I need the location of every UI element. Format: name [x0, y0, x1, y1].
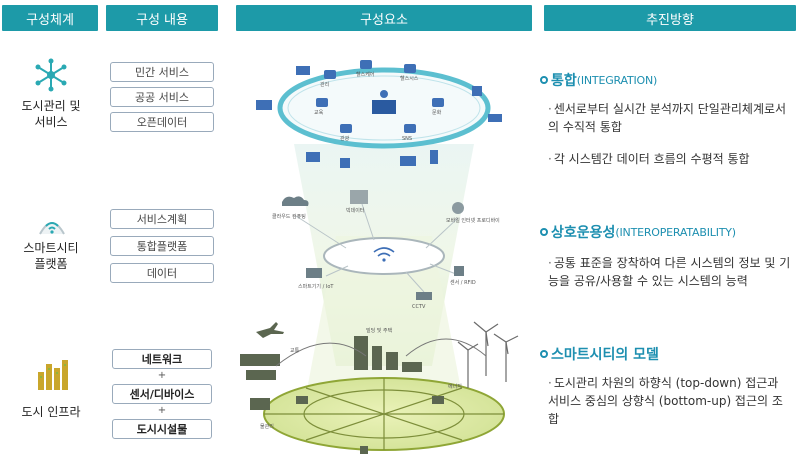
item-private-service: 민간 서비스	[110, 62, 214, 82]
item-city-facility: 도시시설물	[112, 419, 212, 439]
city-buildings-icon	[38, 360, 68, 390]
circle-bullet-icon	[540, 76, 548, 84]
header-system: 구성체계	[2, 5, 98, 31]
item-public-service: 공공 서비스	[110, 87, 214, 107]
device-icons	[256, 66, 502, 168]
svg-text:헬스시스: 헬스시스	[400, 75, 419, 82]
svg-text:물관리: 물관리	[260, 423, 274, 430]
direction-title-model: 스마트시티의 모델	[540, 344, 659, 364]
airplane-icon	[256, 322, 284, 338]
svg-text:SNS: SNS	[402, 136, 412, 142]
svg-text:센서 / RFID: 센서 / RFID	[450, 279, 476, 286]
svg-text:스마트기기 / IoT: 스마트기기 / IoT	[298, 283, 334, 290]
wind-turbines	[457, 321, 519, 388]
service-icons	[316, 60, 444, 133]
svg-text:교육: 교육	[314, 110, 324, 116]
item-service-plan: 서비스계획	[110, 209, 214, 229]
direction-point: ·공통 표준을 장착하여 다른 시스템의 정보 및 기능을 공유/사용할 수 있…	[548, 256, 791, 288]
item-network: 네트워크	[112, 349, 212, 369]
infra-labels: 교통 빌딩 및 주택 에너지 물관리	[260, 327, 462, 430]
snowflake-network-icon	[35, 58, 67, 92]
item-open-data: 오픈데이터	[110, 112, 214, 132]
item-data: 데이터	[110, 263, 214, 283]
svg-text:에너지: 에너지	[448, 383, 462, 390]
separator-plus-2: +	[157, 405, 167, 416]
svg-text:클라우드 컴퓨팅: 클라우드 컴퓨팅	[272, 213, 306, 220]
item-sensor-device: 센서/디바이스	[112, 384, 212, 404]
platform-links	[295, 203, 459, 293]
platform-icons	[282, 190, 464, 300]
platform-labels: 클라우드 컴퓨팅 빅데이터 모바일 인터넷 프로디바이 스마트기기 / IoT …	[272, 207, 500, 310]
svg-text:모바일 인터넷 프로디바이: 모바일 인터넷 프로디바이	[446, 217, 500, 224]
svg-text:관광: 관광	[340, 135, 350, 142]
circle-bullet-icon	[540, 228, 548, 236]
svg-text:헬스케어: 헬스케어	[356, 71, 374, 78]
direction-point: ·각 시스템간 데이터 흐름의 수평적 통합	[548, 152, 750, 166]
header-direction: 추진방향	[544, 5, 796, 31]
svg-text:교통: 교통	[290, 348, 300, 354]
header-elements: 구성요소	[236, 5, 532, 31]
separator-plus-1: +	[157, 370, 167, 381]
tier-label-infra: 도시 인프라	[21, 405, 81, 419]
direction-title-integration: 통합(INTEGRATION)	[540, 70, 657, 90]
platform-ring	[323, 237, 445, 275]
item-integrated-platform: 통합플랫폼	[110, 236, 214, 256]
wifi-icon	[373, 247, 395, 257]
direction-point: ·도시관리 차원의 하향식 (top-down) 접근과 서비스 중심의 상향식…	[548, 376, 783, 426]
svg-text:문화: 문화	[432, 110, 442, 116]
service-ring-labels: 관리 헬스케어 헬스시스 교육 문화 관광 SNS	[314, 71, 442, 142]
smart-city-diagram: 관리 헬스케어 헬스시스 교육 문화 관광 SNS 클라우드 컴퓨팅 빅데이터 …	[240, 60, 519, 454]
circle-bullet-icon	[540, 350, 548, 358]
wifi-dome-icon	[39, 222, 65, 235]
svg-text:CCTV: CCTV	[412, 304, 426, 310]
svg-text:빌딩 및 주택: 빌딩 및 주택	[366, 327, 393, 334]
light-beam-lower	[302, 236, 466, 416]
svg-text:관리: 관리	[320, 81, 329, 88]
svg-text:빅데이터: 빅데이터	[346, 207, 364, 214]
header-contents: 구성 내용	[106, 5, 218, 31]
infra-arcs	[275, 338, 487, 367]
direction-title-interoperability: 상호운용성(INTEROPERATABILITY)	[540, 222, 736, 242]
direction-point: ·센서로부터 실시간 분석까지 단일관리체계로서의 수직적 통합	[548, 102, 787, 134]
